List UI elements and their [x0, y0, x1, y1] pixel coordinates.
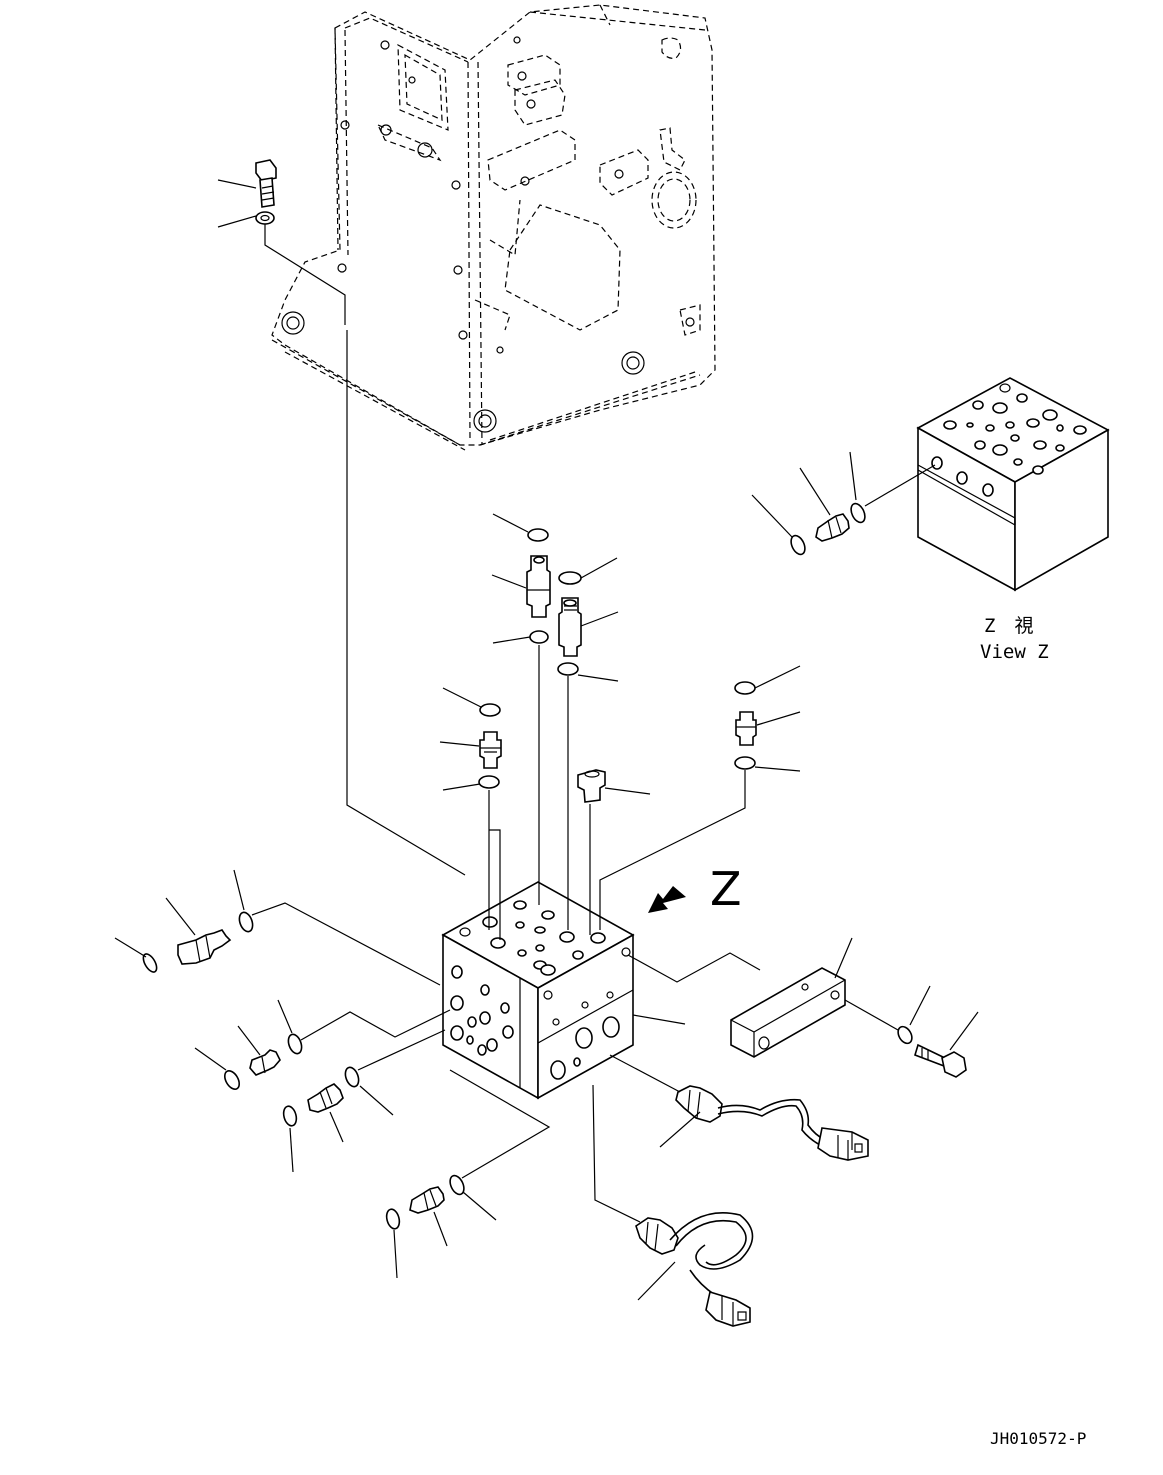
view-label-en: View Z: [980, 641, 1049, 663]
arrow-label: Z: [710, 862, 742, 916]
straight-fitting: [307, 1083, 344, 1113]
o-ring: [734, 756, 756, 770]
o-ring: [142, 953, 158, 973]
washer: [255, 211, 275, 225]
o-ring: [527, 528, 549, 542]
pressure-switch: [675, 1085, 826, 1147]
o-ring: [558, 571, 582, 585]
o-ring: [344, 1066, 360, 1088]
elbow-fitting: [249, 1049, 281, 1076]
electrical-connector: [705, 1290, 751, 1327]
mounting-bracket: [730, 967, 846, 1058]
valve-block: [441, 881, 635, 1100]
electrical-connector: [817, 1127, 869, 1161]
check-valve: [558, 597, 582, 657]
valve-block-view-z: [916, 377, 1110, 592]
o-ring: [557, 662, 579, 676]
mounting-bolt: [255, 159, 277, 208]
elbow-fitting: [177, 929, 232, 965]
view-direction-arrow: Z: [648, 862, 742, 916]
o-ring: [385, 1208, 401, 1230]
straight-fitting: [735, 711, 757, 746]
o-ring: [282, 1105, 298, 1127]
o-ring: [479, 703, 501, 717]
drawing-number: JH010572-P: [990, 1429, 1086, 1448]
mounting-frame: [271, 4, 716, 451]
o-ring: [529, 630, 549, 644]
check-valve: [526, 555, 551, 618]
o-ring: [850, 502, 866, 524]
o-ring: [449, 1174, 465, 1196]
mounting-bolt: [914, 1043, 967, 1078]
straight-fitting: [409, 1186, 445, 1214]
o-ring: [287, 1033, 303, 1055]
pressure-switch: [635, 1212, 754, 1296]
elbow-fitting: [479, 731, 502, 769]
plug: [577, 769, 606, 803]
o-ring: [734, 681, 756, 695]
view-label-jp: Z 視: [984, 615, 1033, 637]
o-ring: [790, 534, 806, 556]
straight-fitting: [815, 513, 850, 542]
washer: [897, 1025, 913, 1045]
o-ring: [478, 775, 500, 789]
o-ring: [238, 911, 254, 933]
o-ring: [223, 1070, 241, 1090]
